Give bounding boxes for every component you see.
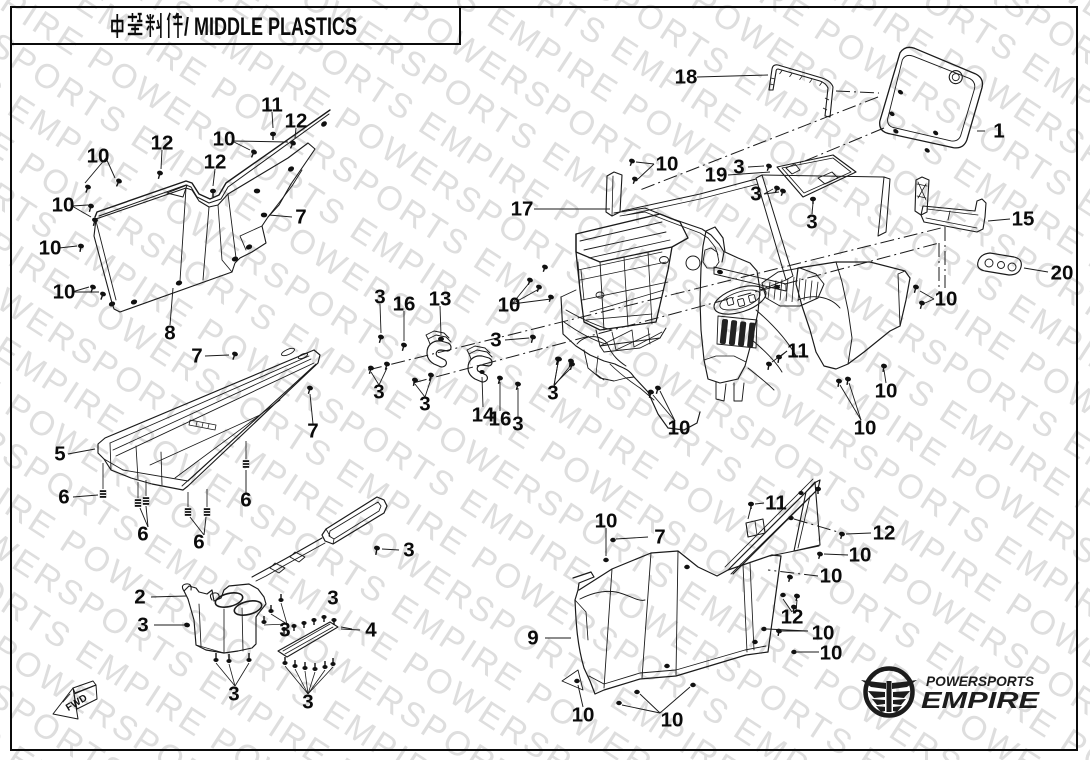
svg-text:3: 3 [806, 211, 817, 234]
svg-text:10: 10 [53, 281, 76, 304]
svg-text:10: 10 [498, 294, 521, 317]
svg-text:10: 10 [820, 642, 843, 665]
svg-text:7: 7 [191, 345, 202, 368]
svg-text:16: 16 [489, 408, 512, 431]
svg-text:10: 10 [572, 704, 595, 727]
svg-text:3: 3 [374, 286, 385, 309]
svg-text:9: 9 [527, 627, 538, 650]
svg-text:EMPIRE: EMPIRE [921, 687, 1040, 713]
svg-text:7: 7 [307, 420, 318, 443]
svg-text:12: 12 [781, 606, 804, 629]
svg-text:3: 3 [512, 413, 523, 436]
svg-text:3: 3 [279, 619, 290, 642]
svg-text:3: 3 [302, 691, 313, 714]
svg-text:10: 10 [661, 709, 684, 732]
svg-text:10: 10 [849, 544, 872, 567]
svg-text:1: 1 [993, 120, 1004, 143]
svg-text:3: 3 [137, 614, 148, 637]
svg-text:6: 6 [240, 489, 251, 512]
svg-text:12: 12 [151, 132, 174, 155]
svg-text:3: 3 [547, 382, 558, 405]
svg-text:6: 6 [58, 486, 69, 509]
svg-text:12: 12 [873, 522, 896, 545]
svg-text:3: 3 [733, 156, 744, 179]
svg-text:18: 18 [675, 66, 698, 89]
svg-text:11: 11 [787, 340, 809, 363]
svg-text:10: 10 [668, 417, 691, 440]
svg-text:20: 20 [1051, 262, 1074, 285]
svg-text:POWERSPORTS: POWERSPORTS [926, 673, 1035, 689]
svg-text:8: 8 [164, 322, 175, 345]
svg-text:/ MIDDLE PLASTICS: / MIDDLE PLASTICS [184, 13, 357, 41]
svg-text:7: 7 [654, 526, 665, 549]
svg-text:5: 5 [54, 443, 65, 466]
svg-text:11: 11 [261, 94, 283, 117]
svg-text:14: 14 [472, 404, 495, 427]
svg-text:6: 6 [193, 531, 204, 554]
svg-text:13: 13 [429, 288, 452, 311]
svg-text:10: 10 [875, 380, 898, 403]
svg-text:3: 3 [403, 539, 414, 562]
svg-text:16: 16 [393, 293, 416, 316]
svg-text:10: 10 [656, 153, 679, 176]
svg-text:12: 12 [285, 110, 308, 133]
svg-text:3: 3 [490, 329, 501, 352]
svg-text:3: 3 [419, 393, 430, 416]
svg-text:11: 11 [765, 492, 787, 515]
svg-text:10: 10 [52, 194, 75, 217]
svg-text:10: 10 [39, 237, 62, 260]
svg-text:3: 3 [228, 683, 239, 706]
svg-text:10: 10 [854, 417, 877, 440]
svg-text:12: 12 [204, 151, 227, 174]
svg-text:19: 19 [705, 164, 728, 187]
svg-text:3: 3 [750, 183, 761, 206]
svg-text:15: 15 [1012, 208, 1035, 231]
svg-text:7: 7 [295, 206, 306, 229]
svg-text:6: 6 [137, 523, 148, 546]
svg-text:10: 10 [935, 288, 958, 311]
svg-text:3: 3 [373, 381, 384, 404]
svg-text:10: 10 [213, 128, 236, 151]
svg-text:10: 10 [595, 510, 618, 533]
svg-text:2: 2 [134, 586, 145, 609]
svg-text:17: 17 [511, 198, 534, 221]
svg-text:10: 10 [812, 622, 835, 645]
svg-text:4: 4 [365, 619, 377, 642]
svg-text:10: 10 [87, 145, 110, 168]
svg-text:10: 10 [820, 565, 843, 588]
svg-text:3: 3 [327, 587, 338, 610]
